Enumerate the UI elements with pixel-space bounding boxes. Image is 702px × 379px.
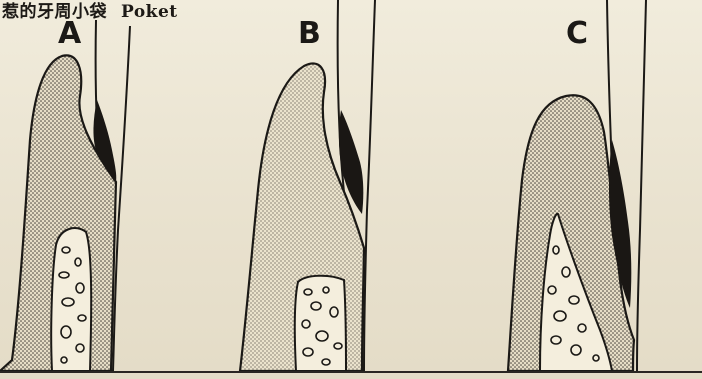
panel-label-a: A bbox=[58, 16, 81, 51]
panel-b bbox=[240, 0, 375, 371]
tooth-root-line-c bbox=[637, 0, 646, 371]
panel-label-c: C bbox=[566, 16, 588, 51]
tooth-root-line-b bbox=[364, 0, 375, 371]
panel-label-b: B bbox=[298, 16, 321, 51]
panel-c bbox=[508, 0, 646, 371]
panel-a bbox=[0, 20, 130, 371]
bottom-rule bbox=[0, 371, 702, 373]
alveolar-bone-a bbox=[51, 228, 91, 371]
